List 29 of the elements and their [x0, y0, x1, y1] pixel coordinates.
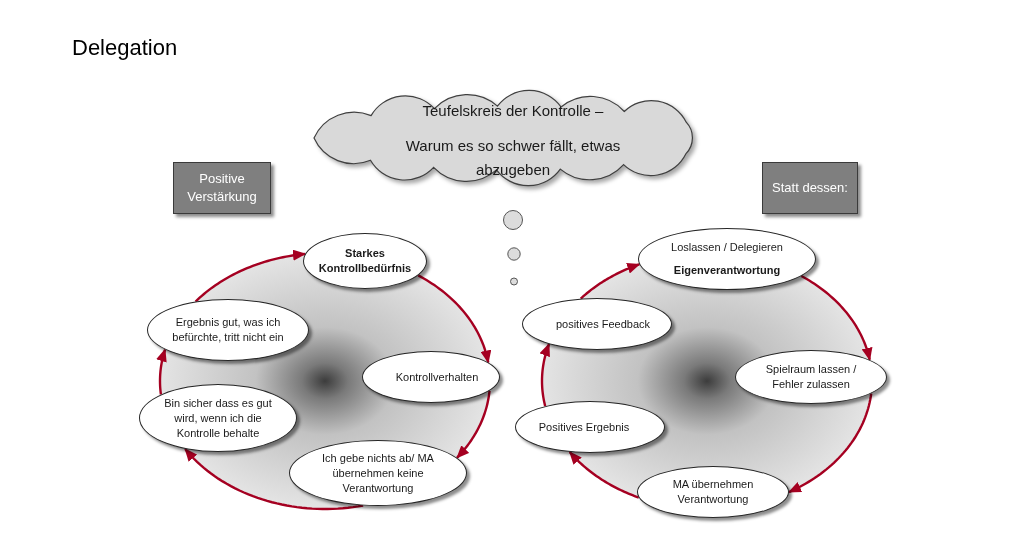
- step-label: Bin sicher dass es gut wird, wenn ich die Kontrolle behalte: [163, 395, 273, 441]
- cycle-arrow: [800, 274, 873, 361]
- cycle-arrow: [539, 343, 551, 407]
- step-label: positives Feedback: [555, 316, 651, 332]
- step-label: Loslassen / Delegieren: [671, 240, 783, 255]
- step-label: Starkes Kontrollbedürfnis: [317, 246, 413, 276]
- cycle-arrow: [156, 348, 167, 395]
- step-label: Spielraum lassen / Fehler zulassen: [764, 362, 858, 392]
- step-label: Ergebnis gut, was ich befürchte, tritt nicht ein: [171, 315, 285, 345]
- slide-title: Delegation: [72, 35, 178, 61]
- box-label: Positive Verstärkung: [186, 170, 258, 206]
- cycle-arrow: [456, 390, 491, 459]
- cycle-step-ellipse: [303, 233, 427, 289]
- step-label: Ich gebe nichts ab/ MA übernehmen keine Verantwortung: [321, 450, 435, 496]
- step-label: Positives Ergebnis: [538, 419, 630, 435]
- cycle-arrow: [579, 263, 641, 300]
- cloud-heading: Teufelskreis der Kontrolle –: [422, 101, 604, 121]
- label-box: [173, 162, 271, 214]
- label-box: [762, 162, 858, 214]
- cycle-arrow: [194, 249, 306, 303]
- cycle-arrow: [417, 274, 492, 364]
- cycle-arrow: [788, 393, 873, 494]
- step-label: MA übernehmen Verantwortung: [671, 477, 755, 507]
- cycle-arrow: [184, 448, 364, 511]
- box-label: Statt dessen:: [772, 179, 848, 197]
- cycle-arrow: [568, 451, 640, 499]
- step-label: Kontrollverhalten: [395, 369, 479, 385]
- cloud-text: Warum es so schwer fällt, etwas abzugeben: [404, 136, 622, 180]
- step-label: Eigenverantwortung: [673, 263, 781, 278]
